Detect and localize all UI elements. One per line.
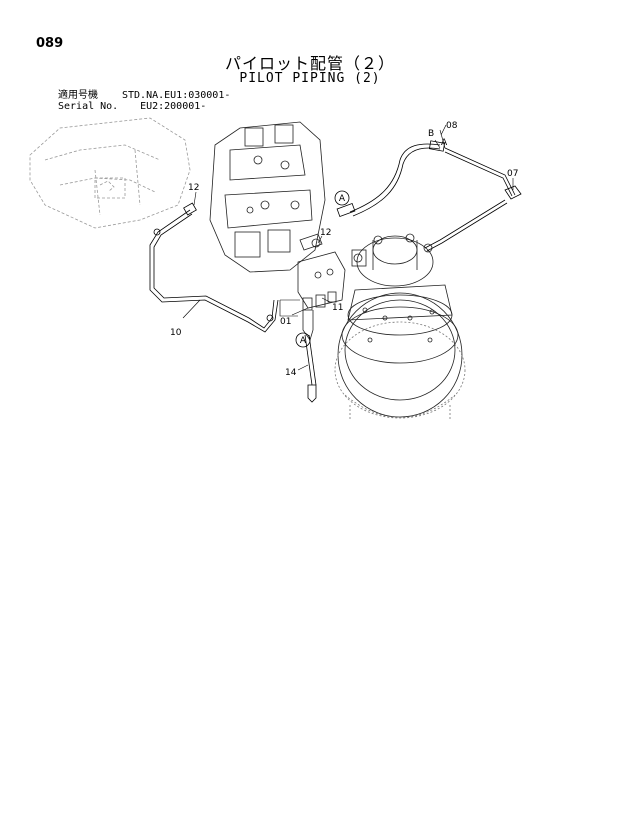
pipe-14 <box>304 334 317 403</box>
circle-a-label-upper: A <box>339 194 346 204</box>
pilot-valve-block <box>297 251 346 341</box>
callout-08: 08 <box>446 121 458 131</box>
pipe-to-07 <box>424 147 522 252</box>
callout-11: 11 <box>332 303 343 313</box>
page-title-jp: パイロット配管（２） <box>224 54 395 73</box>
control-valve <box>209 121 326 273</box>
serial-eu2: EU2:200001- <box>140 101 207 112</box>
page-title-en: PILOT PIPING (2) <box>239 71 381 86</box>
callout-14: 14 <box>285 368 297 378</box>
serial-label-en: Serial No. <box>58 101 119 112</box>
serial-label-jp: 適用号機 <box>58 90 98 101</box>
pipe-10 <box>149 202 279 333</box>
serial-info: 適用号機 STD.NA.EU1:030001- Serial No. EU2:20… <box>58 90 230 112</box>
circle-a-label-lower: A <box>300 336 307 346</box>
circle-a-callout-upper <box>334 190 350 206</box>
callout-a: A <box>441 138 448 148</box>
leader-lines <box>182 124 514 371</box>
callout-12-left: 12 <box>188 183 199 193</box>
hose-08 <box>336 140 446 218</box>
page-number: 089 <box>36 36 64 51</box>
callout-b: B <box>428 129 434 139</box>
callout-01: 01 <box>280 317 291 327</box>
callout-10: 10 <box>170 328 182 338</box>
machine-body-ghost <box>29 117 191 229</box>
serial-std: STD.NA.EU1:030001- <box>122 90 231 101</box>
swing-motor <box>334 233 466 420</box>
callout-12-right: 12 <box>320 228 331 238</box>
callout-07: 07 <box>507 169 518 179</box>
circle-a-callout-lower <box>295 332 311 348</box>
